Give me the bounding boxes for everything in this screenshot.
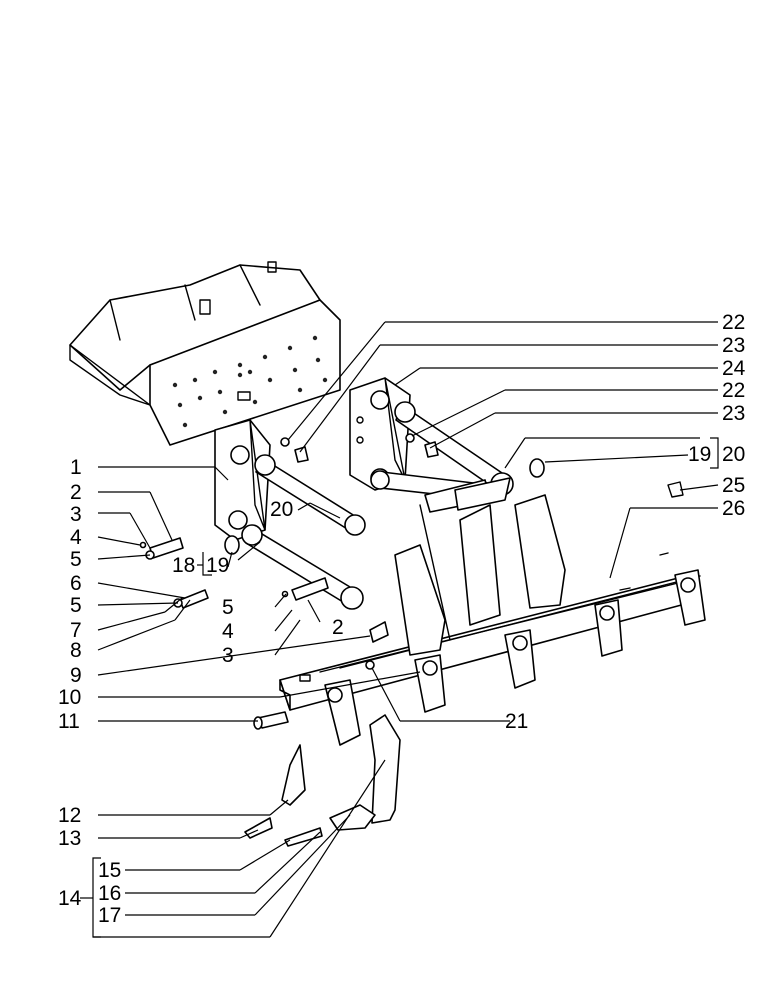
callout-2: 2 <box>70 481 82 504</box>
callout-9: 9 <box>70 664 82 687</box>
shank-and-tooth <box>244 714 401 847</box>
callout-16: 16 <box>98 882 121 905</box>
callout-14: 14 <box>58 887 82 910</box>
callout-22: 22 <box>722 311 745 334</box>
callout-3: 3 <box>70 503 82 526</box>
callout-20: 20 <box>722 443 745 466</box>
ripper-beam <box>279 477 706 746</box>
callout-17: 17 <box>98 904 121 927</box>
callout-4: 4 <box>70 526 82 549</box>
callout-18: 18 <box>172 554 195 577</box>
callout-26: 26 <box>722 497 745 520</box>
callout-23: 23 <box>722 402 745 425</box>
callout-1: 1 <box>70 456 82 479</box>
callout-3: 3 <box>222 644 234 667</box>
callout-23: 23 <box>722 334 745 357</box>
callout-25: 25 <box>722 474 745 497</box>
callout-8: 8 <box>70 639 82 662</box>
callout-labels: 1 2 3 4 5 6 5 7 8 9 10 11 12 13 14 15 16… <box>58 311 746 927</box>
callout-4: 4 <box>222 620 234 643</box>
callout-19: 19 <box>206 554 229 577</box>
callout-20: 20 <box>270 498 293 521</box>
callout-10: 10 <box>58 686 81 709</box>
callout-2: 2 <box>332 616 344 639</box>
callout-7: 7 <box>70 619 82 642</box>
callout-24: 24 <box>722 357 746 380</box>
left-mounting-bracket <box>214 419 271 541</box>
callout-19: 19 <box>688 443 711 466</box>
callout-12: 12 <box>58 804 81 827</box>
callout-6: 6 <box>70 572 82 595</box>
callout-5: 5 <box>70 548 82 571</box>
leader-lines <box>80 321 719 938</box>
callout-5: 5 <box>70 594 82 617</box>
callout-21: 21 <box>505 710 528 733</box>
callout-11: 11 <box>58 710 80 733</box>
tractor-rear-frame <box>69 261 341 446</box>
callout-5: 5 <box>222 596 234 619</box>
callout-15: 15 <box>98 859 121 882</box>
callout-22: 22 <box>722 379 745 402</box>
callout-13: 13 <box>58 827 81 850</box>
